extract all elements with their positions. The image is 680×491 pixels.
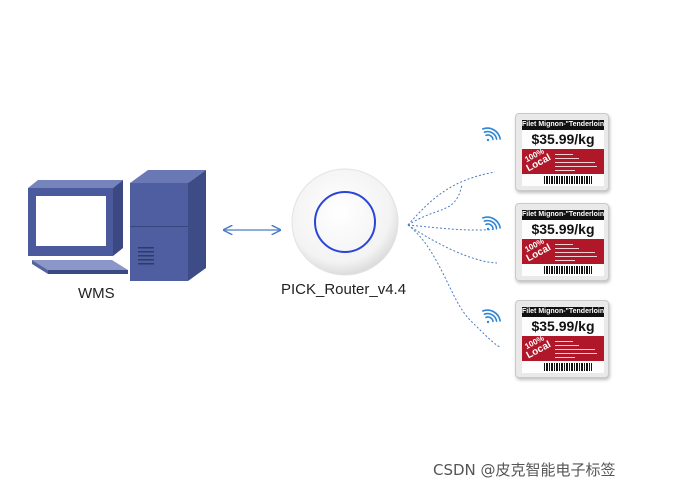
tag-price: $35.99/kg — [531, 221, 595, 237]
wireless-links — [407, 171, 501, 348]
barcode — [544, 363, 592, 371]
router-icon — [291, 168, 399, 276]
tag-price: $35.99/kg — [531, 131, 595, 147]
tag-promo-panel: 100% Local — [522, 334, 604, 361]
watermark-text: CSDN @皮克智能电子标签 — [433, 461, 616, 479]
wms-label: WMS — [78, 285, 115, 302]
local-badge: 100% Local — [521, 146, 554, 178]
esl-tag: Filet Mignon-"Tenderloin" $35.99/kg 100%… — [515, 300, 609, 378]
tag-title: Filet Mignon-"Tenderloin" — [522, 210, 604, 220]
desktop-computer-icon — [28, 170, 206, 281]
wifi-signal-icon — [482, 309, 501, 324]
tag-title: Filet Mignon-"Tenderloin" — [522, 120, 604, 130]
barcode — [544, 176, 592, 184]
barcode — [544, 266, 592, 274]
esl-tag: Filet Mignon-"Tenderloin" $35.99/kg 100%… — [515, 203, 609, 281]
local-badge: 100% Local — [521, 333, 554, 365]
router-label: PICK_Router_v4.4 — [281, 281, 407, 298]
tag-price: $35.99/kg — [531, 318, 595, 334]
tag-promo-panel: 100% Local — [522, 147, 604, 174]
wifi-signal-icon — [482, 127, 501, 142]
tag-title: Filet Mignon-"Tenderloin" — [522, 307, 604, 317]
local-badge: 100% Local — [521, 236, 554, 268]
tag-promo-panel: 100% Local — [522, 237, 604, 264]
esl-tag: Filet Mignon-"Tenderloin" $35.99/kg 100%… — [515, 113, 609, 191]
wifi-signal-icon — [482, 216, 501, 231]
